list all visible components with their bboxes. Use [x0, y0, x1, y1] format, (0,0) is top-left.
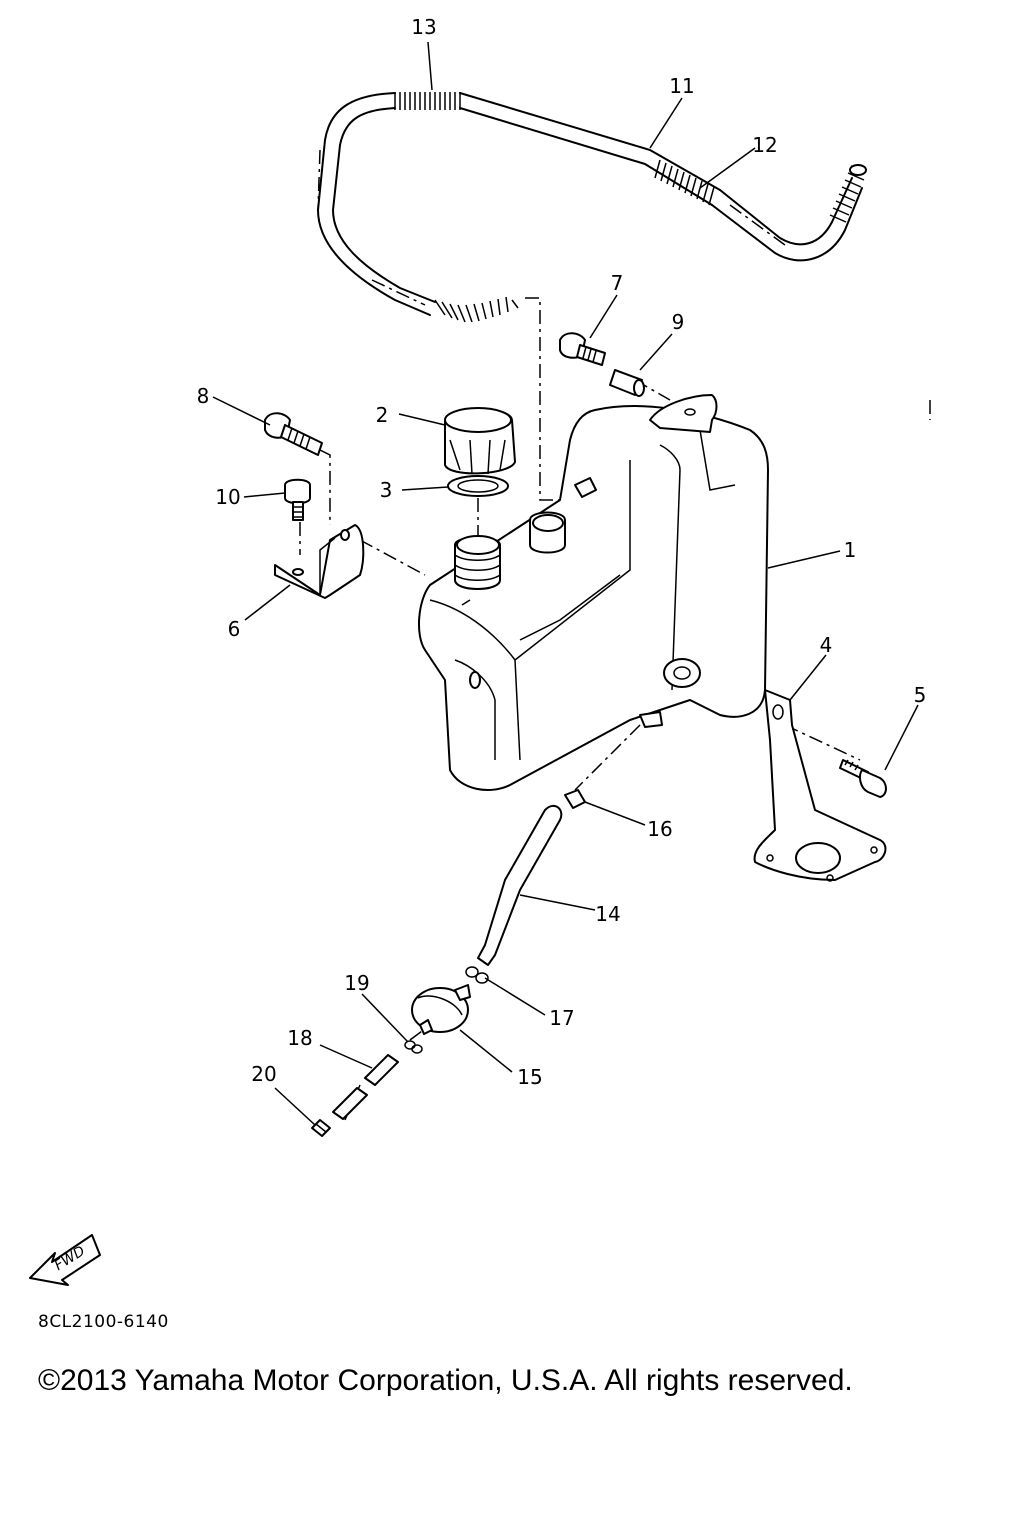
bracket-6	[274, 524, 365, 599]
ring-19	[404, 1040, 423, 1054]
callout-7: 7	[611, 271, 624, 295]
bolt-10	[284, 478, 311, 521]
filler-cap-2	[444, 407, 516, 475]
callout-5: 5	[914, 683, 927, 707]
part-code: 8CL2100-6140	[38, 1312, 169, 1332]
callout-17: 17	[549, 1006, 574, 1030]
callout-1: 1	[844, 538, 857, 562]
oil-tank-1	[418, 394, 769, 791]
clip-20	[311, 1119, 331, 1137]
callout-14: 14	[595, 902, 620, 926]
callout-20: 20	[251, 1062, 276, 1086]
spring-hose-end-left	[434, 296, 519, 323]
assembly-lines	[299, 297, 931, 1121]
leader-lines	[212, 41, 919, 1126]
callout-9: 9	[672, 310, 685, 334]
callout-4: 4	[820, 633, 833, 657]
callout-12: 12	[752, 133, 777, 157]
callout-19: 19	[344, 971, 369, 995]
bolt-5	[839, 759, 887, 798]
callout-15: 15	[517, 1065, 542, 1089]
callout-16: 16	[647, 817, 672, 841]
clip-16	[564, 789, 586, 809]
fuel-filter-15	[411, 984, 471, 1035]
bolt-7	[559, 332, 606, 366]
o-ring-3	[447, 475, 509, 497]
callout-3: 3	[380, 478, 393, 502]
callout-8: 8	[197, 384, 210, 408]
spring-12	[654, 159, 715, 206]
stay-4	[753, 689, 887, 882]
bolt-8	[264, 412, 323, 456]
spring-hose-end-right	[829, 164, 867, 223]
callout-2: 2	[376, 403, 389, 427]
clip-17	[465, 966, 489, 984]
callout-13: 13	[411, 15, 436, 39]
callout-10: 10	[215, 485, 240, 509]
pipe-18	[332, 1054, 399, 1120]
callout-6: 6	[228, 617, 241, 641]
hose-14	[477, 804, 563, 966]
spring-13	[394, 92, 461, 110]
collar-9	[609, 369, 645, 397]
fwd-arrow-icon: FWD	[29, 1234, 101, 1286]
vent-hose-11	[317, 92, 863, 316]
callout-18: 18	[287, 1026, 312, 1050]
callout-11: 11	[669, 74, 694, 98]
copyright-notice: ©2013 Yamaha Motor Corporation, U.S.A. A…	[38, 1364, 853, 1397]
